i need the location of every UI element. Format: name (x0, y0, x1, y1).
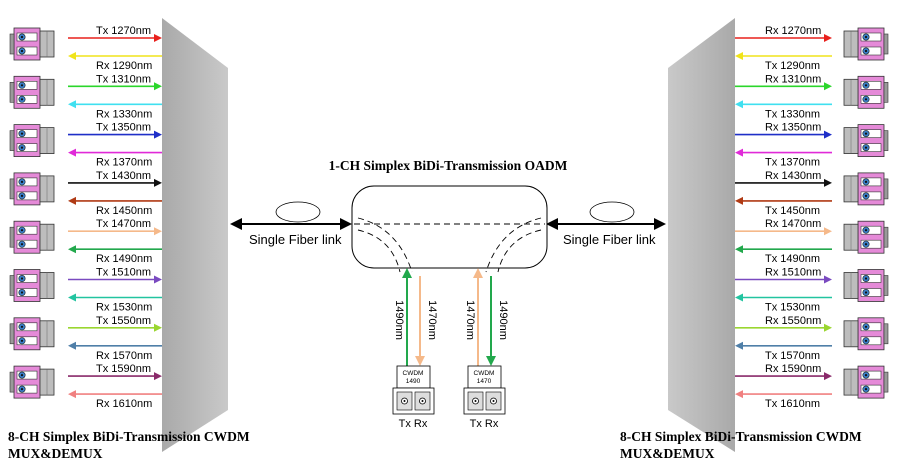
left-mux-panel (162, 18, 228, 452)
right-channel-row: Rx 1590nm Tx 1610nm (735, 363, 889, 410)
left-channel-bottom-label: Rx 1530nm (96, 302, 152, 314)
left-cwdm-label: CWDM (403, 370, 424, 377)
left-cwdm-value: 1490 (406, 378, 421, 385)
left-channel-row: Tx 1310nm Rx 1330nm (9, 73, 162, 120)
left-channel-bottom-label: Rx 1370nm (96, 157, 152, 169)
transceiver-module (9, 269, 55, 302)
left-channel-top-label: Tx 1270nm (96, 25, 151, 37)
transceiver-module (9, 27, 55, 61)
left-channel-top-label: Tx 1310nm (96, 73, 151, 85)
left-channel-row: Tx 1470nm Rx 1490nm (9, 218, 162, 265)
left-channel-row: Tx 1510nm Rx 1530nm (9, 267, 162, 314)
transceiver-module (9, 172, 55, 206)
right-mux-title-line2: MUX&DEMUX (620, 446, 715, 461)
left-fiber-link (230, 201, 352, 230)
transceiver-module (843, 124, 889, 157)
right-drop-orange-label: 1470nm (464, 300, 476, 340)
transceiver-module (843, 27, 889, 61)
left-mux-title-line2: MUX&DEMUX (8, 446, 103, 461)
left-channel-top-label: Tx 1430nm (96, 170, 151, 182)
left-channel-bottom-label: Rx 1450nm (96, 205, 152, 217)
left-channel-top-label: Tx 1510nm (96, 267, 151, 279)
right-channel-bottom-label: Tx 1450nm (765, 205, 820, 217)
right-channel-bottom-label: Tx 1570nm (765, 350, 820, 362)
right-channel-bottom-label: Tx 1370nm (765, 157, 820, 169)
left-channel-top-label: Tx 1590nm (96, 363, 151, 375)
right-channel-top-label: Rx 1470nm (765, 218, 821, 230)
right-channel-top-label: Rx 1270nm (765, 25, 821, 37)
transceiver-module (9, 365, 55, 399)
left-drop-green-label: 1490nm (393, 300, 405, 340)
right-cwdm-module (463, 365, 506, 415)
left-channel-bottom-label: Rx 1490nm (96, 253, 152, 265)
transceiver-module (843, 220, 889, 254)
left-channel-top-label: Tx 1350nm (96, 122, 151, 134)
left-drop-orange-label: 1470nm (426, 300, 438, 340)
right-channel-top-label: Rx 1310nm (765, 73, 821, 85)
transceiver-module (843, 365, 889, 399)
right-cwdm-value: 1470 (477, 378, 492, 385)
right-channel-bottom-label: Tx 1530nm (765, 302, 820, 314)
right-channel-top-label: Rx 1550nm (765, 315, 821, 327)
left-channel-bottom-label: Rx 1290nm (96, 60, 152, 72)
left-mux-title-line1: 8-CH Simplex BiDi-Transmission CWDM (8, 429, 250, 444)
right-fiber-link (546, 201, 666, 230)
right-channel-bottom-label: Tx 1610nm (765, 398, 820, 410)
right-drop-green-label: 1490nm (497, 300, 509, 340)
transceiver-module (843, 269, 889, 302)
right-cwdm-label: CWDM (474, 370, 495, 377)
right-mux-panel (668, 18, 735, 452)
transceiver-module (843, 317, 889, 351)
left-channel-row: Tx 1430nm Rx 1450nm (9, 170, 162, 217)
right-cwdm-txrx: Tx Rx (470, 418, 499, 430)
right-channel-bottom-label: Tx 1290nm (765, 60, 820, 72)
right-channel-row: Rx 1430nm Tx 1450nm (735, 170, 889, 217)
right-channel-bottom-label: Tx 1330nm (765, 108, 820, 120)
left-channel-bottom-label: Rx 1570nm (96, 350, 152, 362)
transceiver-module (9, 75, 55, 109)
right-channel-row: Rx 1270nm Tx 1290nm (735, 25, 889, 72)
transceiver-module (843, 75, 889, 109)
left-channel-bottom-label: Rx 1610nm (96, 398, 152, 410)
left-fiber-link-label: Single Fiber link (249, 232, 342, 247)
right-channel-top-label: Rx 1510nm (765, 267, 821, 279)
right-channel-bottom-label: Tx 1490nm (765, 253, 820, 265)
left-drop-arrows (402, 268, 425, 372)
right-channel-top-label: Rx 1590nm (765, 363, 821, 375)
transceiver-module (843, 172, 889, 206)
right-channel-top-label: Rx 1350nm (765, 122, 821, 134)
left-channel-row: Tx 1550nm Rx 1570nm (9, 315, 162, 362)
left-channel-bottom-label: Rx 1330nm (96, 108, 152, 120)
left-channel-row: Tx 1590nm Rx 1610nm (9, 363, 162, 410)
right-channel-row: Rx 1310nm Tx 1330nm (735, 73, 889, 120)
left-channel-top-label: Tx 1550nm (96, 315, 151, 327)
oadm-title: 1-CH Simplex BiDi-Transmission OADM (329, 158, 568, 173)
right-fiber-link-label: Single Fiber link (563, 232, 656, 247)
left-channel-top-label: Tx 1470nm (96, 218, 151, 230)
oadm-internal-paths (354, 217, 545, 273)
right-mux-title-line1: 8-CH Simplex BiDi-Transmission CWDM (620, 429, 862, 444)
right-channel-top-label: Rx 1430nm (765, 170, 821, 182)
transceiver-module (9, 317, 55, 351)
right-channel-row: Rx 1550nm Tx 1570nm (735, 315, 889, 362)
left-cwdm-txrx: Tx Rx (399, 418, 428, 430)
oadm-box (351, 185, 548, 269)
left-cwdm-module (392, 365, 435, 415)
transceiver-module (9, 124, 55, 157)
right-channel-row: Rx 1470nm Tx 1490nm (735, 218, 889, 265)
right-channel-row: Rx 1510nm Tx 1530nm (735, 267, 889, 314)
right-drop-arrows (473, 268, 496, 372)
transceiver-module (9, 220, 55, 254)
left-channel-row: Tx 1350nm Rx 1370nm (9, 122, 162, 169)
right-channel-row: Rx 1350nm Tx 1370nm (735, 122, 889, 169)
left-channel-row: Tx 1270nm Rx 1290nm (9, 25, 162, 72)
